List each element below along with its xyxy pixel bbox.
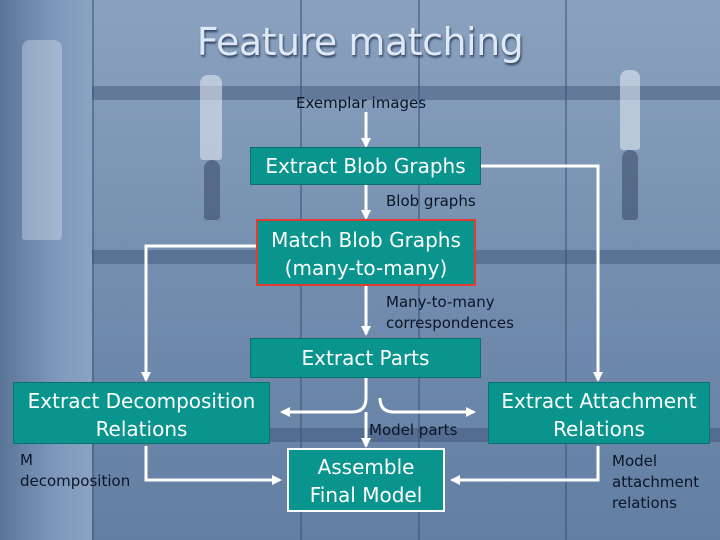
extract-decomposition-box: Extract Decomposition Relations — [13, 382, 270, 444]
arrow-parts-to-attachment — [378, 397, 476, 417]
background-walker-figure — [204, 160, 220, 220]
model-attachment-label: Model attachment relations — [612, 451, 699, 514]
model-decomposition-label: M decomposition — [20, 450, 130, 492]
box-label: Extract Decomposition — [27, 389, 256, 413]
assemble-final-model-box: Assemble Final Model — [287, 448, 445, 512]
label-line: relations — [612, 494, 677, 512]
arrow-attachment-to-assemble — [450, 446, 600, 485]
arrow-match-to-decomposition — [141, 244, 258, 382]
box-label: Assemble — [317, 455, 415, 479]
background-walker-figure — [622, 150, 638, 220]
label-line: Many-to-many — [386, 293, 495, 311]
label-line: decomposition — [20, 472, 131, 490]
label-line: Model — [612, 452, 658, 470]
extract-blob-graphs-box: Extract Blob Graphs — [250, 147, 481, 185]
extract-attachment-box: Extract Attachment Relations — [488, 382, 710, 444]
match-blob-graphs-box: Match Blob Graphs (many-to-many) — [256, 219, 476, 286]
arrow-decomposition-to-assemble — [144, 446, 282, 485]
box-label: Extract Parts — [301, 346, 430, 370]
page-title: Feature matching — [196, 20, 524, 64]
label-line: M — [20, 451, 33, 469]
box-label: (many-to-many) — [284, 256, 448, 280]
background-person-figure — [22, 40, 62, 240]
arrow-parts-to-decomposition — [280, 378, 368, 417]
background-walker-figure — [200, 75, 222, 160]
box-label: Extract Blob Graphs — [265, 154, 466, 178]
box-label: Relations — [553, 417, 645, 441]
box-label: Match Blob Graphs — [271, 228, 461, 252]
background-left-strip — [0, 0, 92, 540]
background-walker-figure — [620, 70, 640, 150]
label-line: attachment — [612, 473, 700, 491]
background-divider — [92, 0, 94, 540]
box-label: Relations — [95, 417, 188, 441]
box-label: Final Model — [309, 483, 423, 507]
exemplar-images-label: Exemplar images — [296, 94, 427, 112]
blob-graphs-label: Blob graphs — [386, 192, 476, 210]
box-label: Extract Attachment — [501, 389, 697, 413]
extract-parts-box: Extract Parts — [250, 338, 481, 378]
arrow-blob-to-attachment — [480, 164, 603, 382]
background-band — [92, 86, 720, 100]
background-divider — [565, 0, 567, 540]
model-parts-label: Model parts — [369, 421, 458, 439]
label-line: correspondences — [386, 314, 514, 332]
correspondences-label: Many-to-many correspondences — [386, 292, 514, 334]
